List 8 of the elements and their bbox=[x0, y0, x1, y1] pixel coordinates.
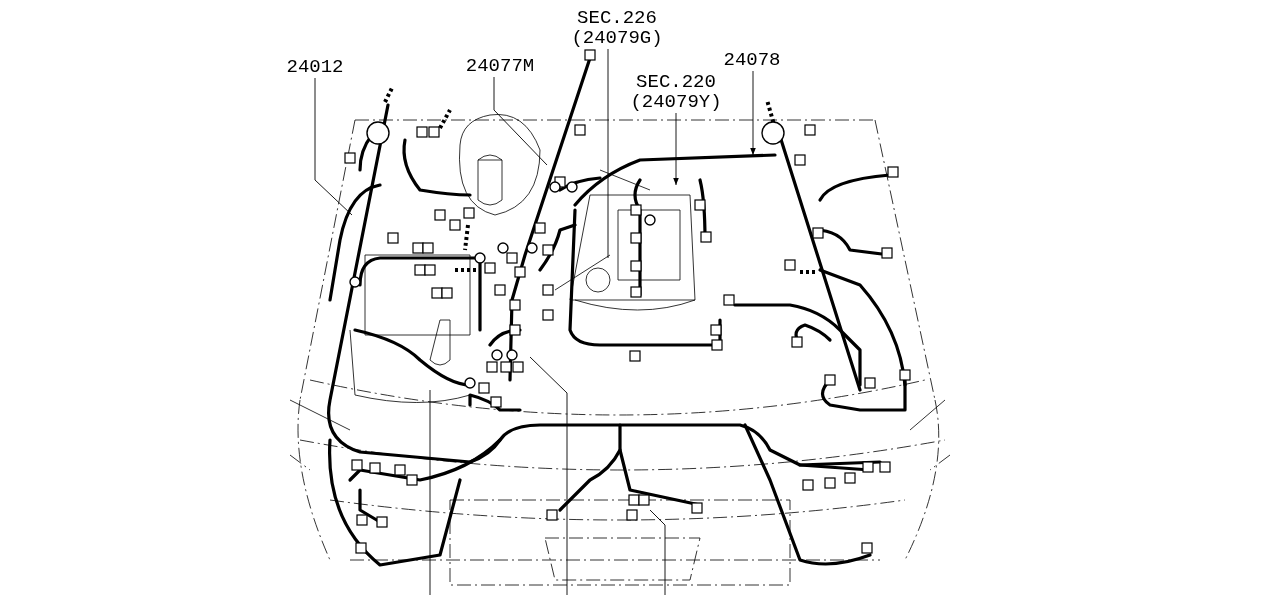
leader-line bbox=[607, 48, 609, 259]
leader-line bbox=[493, 76, 548, 166]
part-number-label: SEC.226 (24079G) bbox=[562, 8, 672, 48]
part-number-label: 24077M bbox=[450, 56, 550, 76]
part-number-label: SEC.220 (24079Y) bbox=[621, 72, 731, 112]
part-number-label: 24012 bbox=[275, 57, 355, 77]
leader-line bbox=[314, 77, 353, 216]
part-number-label: 24078 bbox=[712, 50, 792, 70]
